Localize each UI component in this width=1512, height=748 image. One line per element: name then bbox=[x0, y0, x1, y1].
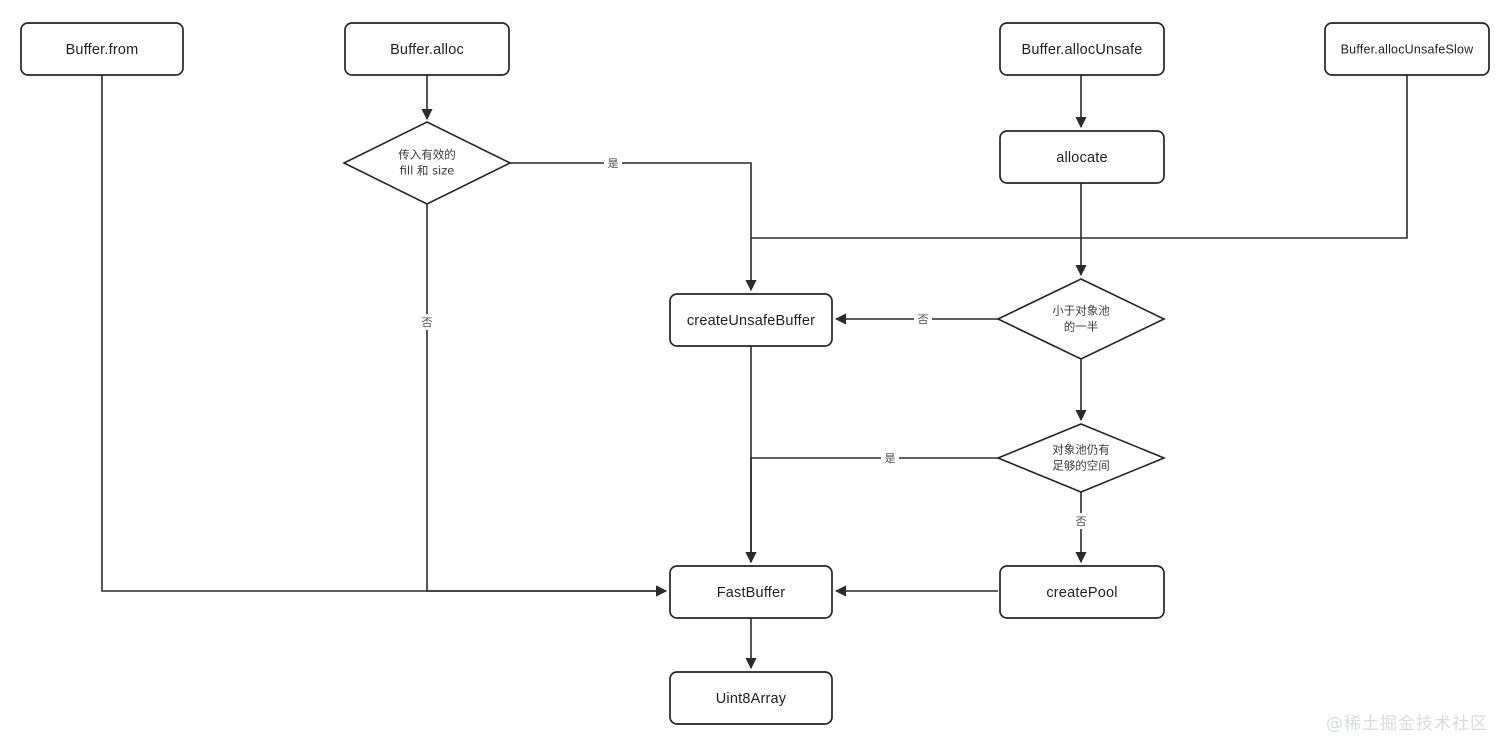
process-shape bbox=[1324, 22, 1490, 76]
edge-label-backdrop bbox=[1072, 513, 1090, 529]
process-shape bbox=[999, 565, 1165, 619]
node-label: Buffer.alloc bbox=[390, 42, 464, 58]
node-uint8array[interactable]: Uint8Array bbox=[669, 671, 833, 725]
edge-e-from-to-fastbuffer bbox=[101, 75, 668, 597]
edge-e-slow-to-unsafebuffer bbox=[751, 75, 1408, 239]
node-label: Buffer.allocUnsafeSlow bbox=[1341, 42, 1474, 56]
node-label: FastBuffer bbox=[717, 585, 786, 601]
edge-label-e-decision-yes-to-unsafebuffer: 是 bbox=[608, 157, 619, 170]
decision-shape bbox=[342, 121, 512, 205]
decision-label-line: 的一半 bbox=[1064, 320, 1099, 334]
edge-layer bbox=[101, 75, 1408, 670]
process-shape bbox=[999, 130, 1165, 184]
node-fast-buffer[interactable]: FastBuffer bbox=[669, 565, 833, 619]
node-label: createUnsafeBuffer bbox=[687, 313, 815, 329]
node-allocate[interactable]: allocate bbox=[999, 130, 1165, 184]
edge-label-e-decision-no-to-fastbuffer: 否 bbox=[422, 316, 433, 329]
node-label: allocate bbox=[1056, 150, 1108, 166]
node-label: Uint8Array bbox=[716, 691, 787, 707]
edge-label-backdrop bbox=[418, 314, 436, 330]
node-buffer-from[interactable]: Buffer.from bbox=[20, 22, 184, 76]
node-create-pool[interactable]: createPool bbox=[999, 565, 1165, 619]
watermark: @稀土掘金技术社区 bbox=[1326, 714, 1488, 734]
process-shape bbox=[999, 22, 1165, 76]
decision-label-line: 对象池仍有 bbox=[1052, 443, 1110, 457]
decision-label-line: 足够的空间 bbox=[1052, 459, 1110, 473]
decision-label-line: 小于对象池 bbox=[1052, 304, 1110, 318]
node-buffer-alloc-unsafe[interactable]: Buffer.allocUnsafe bbox=[999, 22, 1165, 76]
process-shape bbox=[20, 22, 184, 76]
node-valid-fill-size[interactable]: 传入有效的 fill 和 size bbox=[342, 121, 512, 205]
node-label: Buffer.from bbox=[66, 42, 139, 58]
node-buffer-alloc-unsafe-slow[interactable]: Buffer.allocUnsafeSlow bbox=[1324, 22, 1490, 76]
edge-label-e-poolspace-yes-to-fastbuffer: 是 bbox=[885, 452, 896, 465]
edge-label-layer: 是否否是否 bbox=[418, 155, 1090, 529]
process-shape bbox=[669, 671, 833, 725]
node-layer: Buffer.from Buffer.alloc Buffer.allocUnsaf… bbox=[20, 22, 1490, 725]
node-label: createPool bbox=[1046, 585, 1117, 601]
decision-label-line: fill 和 size bbox=[400, 164, 455, 178]
edge-label-backdrop bbox=[881, 450, 899, 466]
node-buffer-alloc[interactable]: Buffer.alloc bbox=[344, 22, 510, 76]
process-shape bbox=[344, 22, 510, 76]
edge-e-poolspace-yes-to-fastbuffer bbox=[745, 457, 998, 564]
decision-shape bbox=[996, 278, 1166, 360]
node-label: Buffer.allocUnsafe bbox=[1021, 42, 1142, 58]
edge-label-backdrop bbox=[604, 155, 622, 171]
edge-e-decision-yes-to-unsafebuffer bbox=[510, 162, 757, 292]
decision-shape bbox=[995, 423, 1167, 493]
node-create-unsafe-buffer[interactable]: createUnsafeBuffer bbox=[669, 293, 833, 347]
edge-label-backdrop bbox=[914, 311, 932, 327]
edge-e-decision-no-to-fastbuffer bbox=[426, 204, 668, 597]
edge-label-e-poolspace-no-to-createpool: 否 bbox=[1076, 515, 1087, 528]
edge-label-e-halfpool-no-to-unsafebuffer: 否 bbox=[918, 313, 929, 326]
process-shape bbox=[669, 565, 833, 619]
process-shape bbox=[669, 293, 833, 347]
decision-label-line: 传入有效的 bbox=[398, 148, 456, 162]
